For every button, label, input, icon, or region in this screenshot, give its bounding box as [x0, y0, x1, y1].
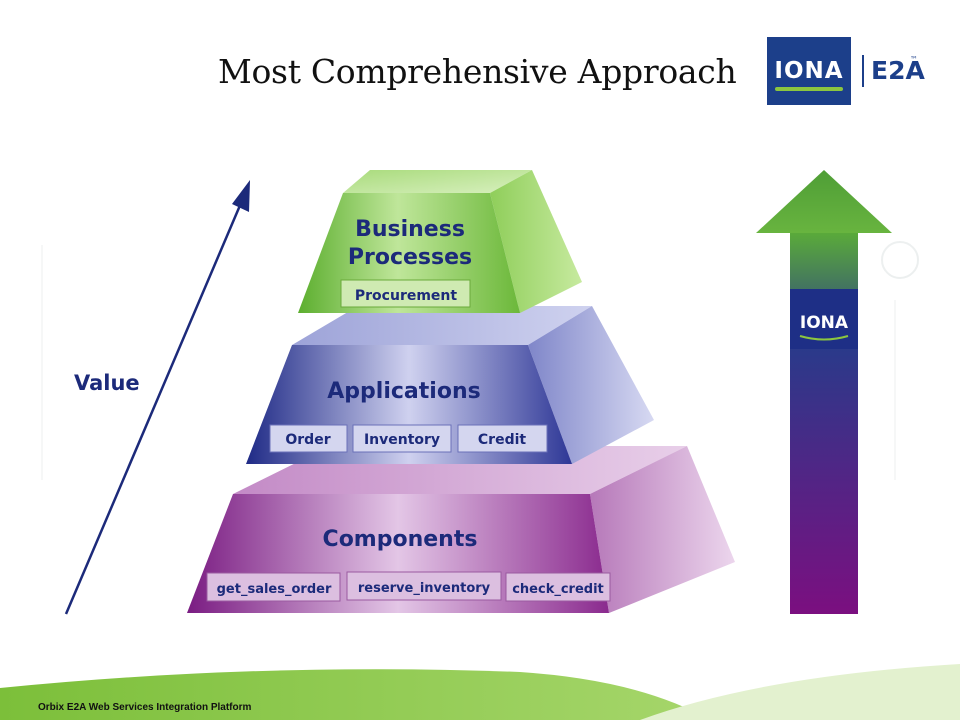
iona-logo-box: IONA: [767, 37, 851, 105]
iona-growth-arrow: IONA: [756, 170, 892, 614]
tier-components: Components get_sales_order reserve_inven…: [187, 446, 735, 613]
arrow-iona-label: IONA: [800, 313, 849, 333]
logo-swoosh: [775, 87, 843, 91]
components-title: Components: [323, 527, 478, 552]
business-title-line1: Business: [355, 217, 465, 242]
application-item: Order: [285, 432, 330, 448]
value-arrow: [64, 180, 250, 615]
tier-business-processes: Business Processes Procurement: [298, 170, 582, 313]
footer-caption: Orbix E2A Web Services Integration Platf…: [38, 702, 252, 713]
logo-trademark: ™: [910, 55, 918, 64]
business-process-item: Procurement: [355, 288, 457, 304]
application-item: Inventory: [364, 432, 440, 448]
page-title: Most Comprehensive Approach: [218, 52, 737, 91]
component-item: check_credit: [512, 582, 604, 597]
applications-title: Applications: [327, 379, 480, 404]
component-item: get_sales_order: [217, 582, 332, 597]
value-label: Value: [74, 371, 140, 395]
logo-separator: [862, 55, 864, 87]
logo-product-text: E2A: [871, 56, 925, 85]
application-item: Credit: [478, 432, 526, 448]
iona-e2a-logo: IONA E2A ™: [767, 37, 925, 105]
footer-band: [0, 664, 960, 720]
business-title-line2: Processes: [348, 245, 472, 270]
tier-applications: Applications Order Inventory Credit: [246, 306, 654, 464]
component-item: reserve_inventory: [358, 581, 491, 596]
background-watermark: [41, 241, 919, 480]
logo-brand-text: IONA: [774, 58, 844, 84]
